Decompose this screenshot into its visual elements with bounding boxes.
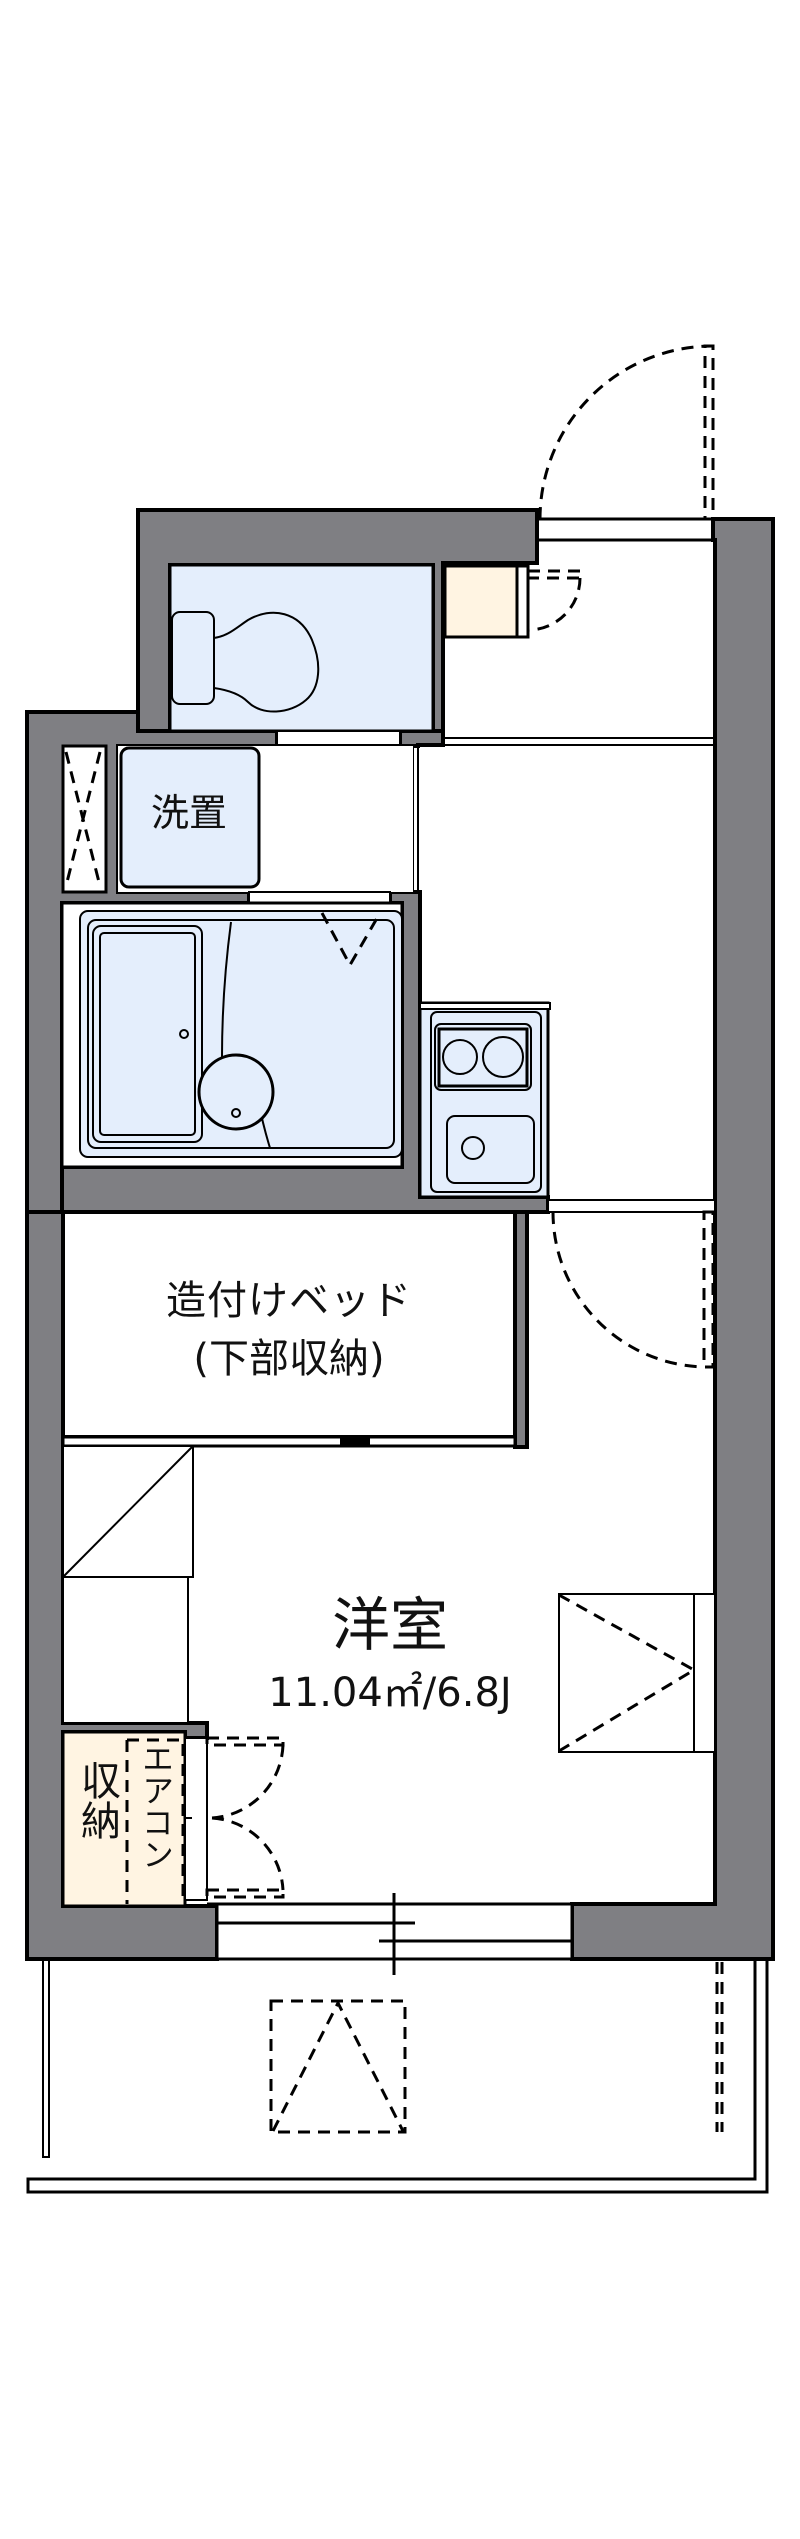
burner-right [482,1036,524,1078]
storage-label: 収納 [74,1760,120,1840]
small-closet [61,744,108,894]
aircon-label: エアコン [137,1742,175,1870]
toilet-bowl [213,611,320,713]
built-in-bed-sublabel: (下部収納) [193,1336,385,1382]
burner-left [442,1039,478,1075]
entrance-door[interactable] [535,344,715,542]
toilet-room [168,563,435,733]
bed-steps [62,1445,194,1724]
outdoor-unit-outline [269,1999,407,2134]
western-room-label: 洋室 [331,1591,448,1659]
shoe-cabinet [443,564,582,639]
sliding-window[interactable] [215,1893,574,1975]
washer-space-label: 洗置 [150,791,227,835]
built-in-bed-label: 造付けベッド [166,1278,412,1324]
unit-bath [60,901,404,1169]
room-door[interactable] [547,1199,716,1369]
toilet-tank [171,611,215,705]
storage-door[interactable] [205,1736,285,1899]
washbasin [197,1053,275,1131]
storage-closet [61,1730,208,1908]
built-in-bed [61,1210,517,1448]
washer-space [118,746,413,892]
kitchen-counter [418,1001,551,1199]
tv-board [558,1593,716,1753]
kitchen-sink [446,1115,535,1184]
balcony [26,1957,769,2194]
western-room-area: 11.04㎡/6.8J [268,1670,512,1716]
